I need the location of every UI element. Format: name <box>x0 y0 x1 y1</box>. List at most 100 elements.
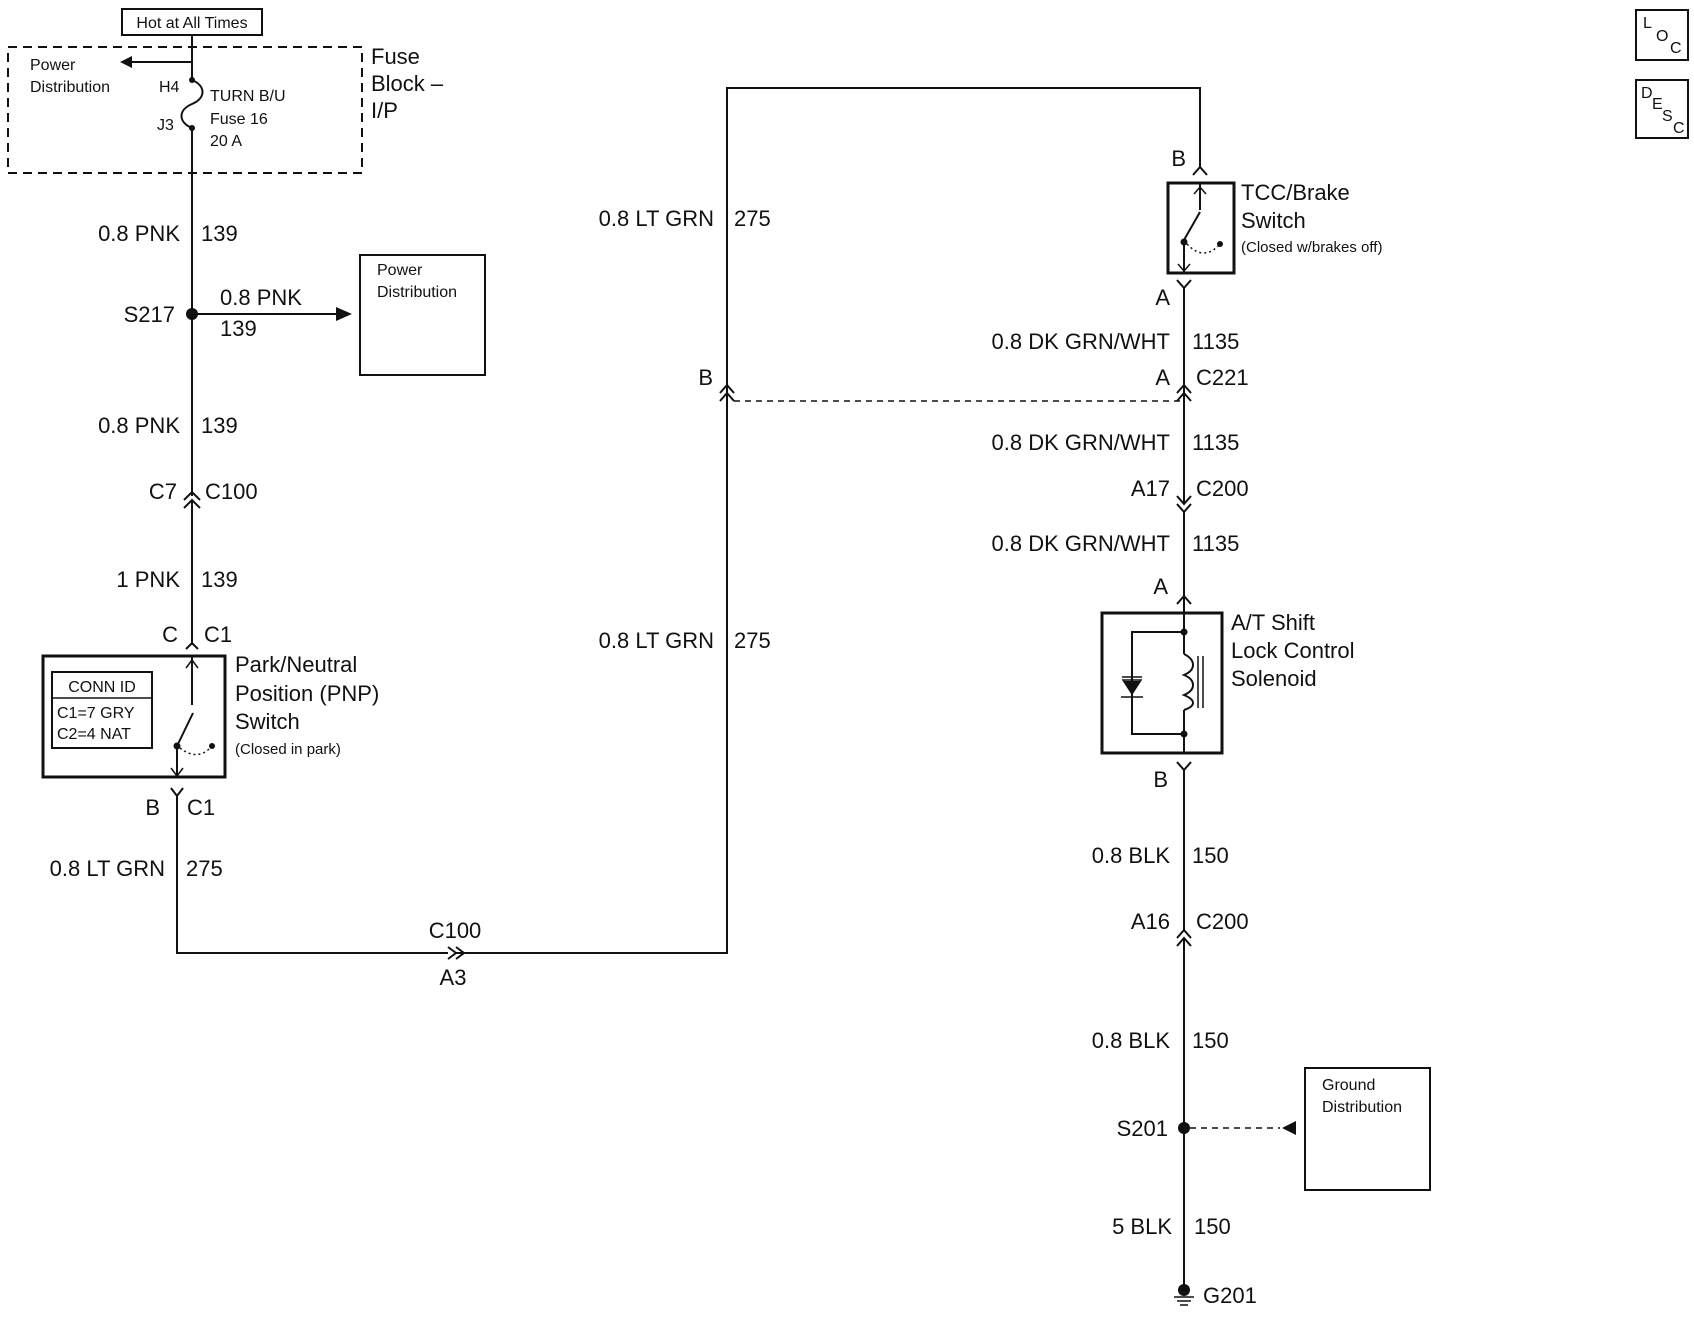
pnp-switch-name-1: Park/Neutral <box>235 652 357 677</box>
connector-c1-c-name: C1 <box>204 622 232 647</box>
fuse-block: Hot at All Times Fuse Block – I/P Power … <box>7 8 444 174</box>
connector-c200-a17-name: C200 <box>1196 476 1249 501</box>
wire-150-circuit-3: 150 <box>1194 1214 1231 1239</box>
ground-point <box>1178 1284 1190 1296</box>
tcc-switch-arrow-top <box>1193 185 1207 195</box>
solenoid-pin-a: A <box>1153 574 1168 599</box>
tcc-switch-dot <box>1217 241 1223 247</box>
tcc-pin-b: B <box>1171 146 1186 171</box>
fuse-block-title-3: I/P <box>371 98 398 123</box>
shift-lock-solenoid: A/T Shift Lock Control Solenoid B <box>1100 604 1355 792</box>
solenoid-core <box>1197 656 1204 708</box>
solenoid-box <box>1100 611 1224 755</box>
wire-275-left-gauge: 0.8 LT GRN <box>50 856 165 881</box>
loc-letter-c: C <box>1670 40 1682 57</box>
pnp-switch-dot <box>209 743 215 749</box>
pnp-switch-note: (Closed in park) <box>235 741 341 758</box>
wire-275-bottom <box>456 87 1201 954</box>
pnp-switch-arrow-top <box>185 658 199 669</box>
connector-c1-b-symbol <box>170 787 184 798</box>
wire-139-gauge-1: 0.8 PNK <box>98 221 180 246</box>
right-circuit: 0.8 DK GRN/WHT 1135 A C221 0.8 DK GRN/WH… <box>992 288 1249 605</box>
ground-distribution-2: Distribution <box>1322 1099 1402 1116</box>
solenoid-frame <box>1131 631 1185 753</box>
pnp-switch-name-3: Switch <box>235 709 300 734</box>
conn-id-c1: C1=7 GRY <box>57 705 135 722</box>
wire-275-upper-circuit: 275 <box>734 206 771 231</box>
wire-139-circuit-2: 139 <box>201 413 238 438</box>
fuse-name-2: Fuse 16 <box>210 111 268 128</box>
fuse-terminal-top <box>189 77 195 83</box>
desc-letter-c: C <box>1673 120 1685 137</box>
pnp-switch-contact <box>176 656 194 747</box>
connector-c1-c-pin: C <box>162 622 178 647</box>
wire-150-circuit-2: 150 <box>1192 1028 1229 1053</box>
wire-1135-circuit-1: 1135 <box>1192 329 1239 354</box>
wire-275-lower-gauge: 0.8 LT GRN <box>599 628 714 653</box>
solenoid-pin-b-symbol <box>1176 761 1192 772</box>
power-distribution-box-1: Power <box>377 262 423 279</box>
solenoid-name-1: A/T Shift <box>1231 610 1315 635</box>
wire-139-circuit-3: 139 <box>201 567 238 592</box>
connector-c221-b-pin: B <box>698 365 713 390</box>
loc-button-frame[interactable] <box>1635 9 1689 61</box>
connector-c100-c7-pin: C7 <box>149 479 177 504</box>
wire-1135-gauge-2: 0.8 DK GRN/WHT <box>992 430 1170 455</box>
tcc-brake-switch: B TCC/Brake Switch (Closed w/brakes off)… <box>1155 146 1382 310</box>
power-distribution-box-2: Distribution <box>377 284 457 301</box>
connector-c200-a16-name: C200 <box>1196 909 1249 934</box>
wire-150-circuit-1: 150 <box>1192 843 1229 868</box>
wire-275-left-circuit: 275 <box>186 856 223 881</box>
connector-c200-a17-pin: A17 <box>1131 476 1170 501</box>
tcc-switch-name-2: Switch <box>1241 208 1306 233</box>
loc-letter-l: L <box>1643 15 1652 32</box>
branch-arrow <box>336 307 352 321</box>
loc-letter-o: O <box>1656 28 1668 45</box>
connector-c100-c7-name: C100 <box>205 479 258 504</box>
wire-139-gauge-3: 1 PNK <box>116 567 180 592</box>
splice-s201-label: S201 <box>1117 1116 1168 1141</box>
pnp-switch-dotted-arc <box>179 745 213 756</box>
ground-symbol <box>1174 1296 1194 1306</box>
wire-1135-gauge-3: 0.8 DK GRN/WHT <box>992 531 1170 556</box>
power-distribution-ref-2: Distribution <box>30 79 110 96</box>
ground-run: 0.8 BLK 150 A16 C200 0.8 BLK 150 S201 Gr… <box>1092 770 1431 1308</box>
wire-1135-gauge-1: 0.8 DK GRN/WHT <box>992 329 1170 354</box>
connector-c100-a3-name: C100 <box>429 918 482 943</box>
connector-c200-a16-pin: A16 <box>1131 909 1170 934</box>
tcc-switch-name-1: TCC/Brake <box>1241 180 1350 205</box>
branch-gauge: 0.8 PNK <box>220 285 302 310</box>
solenoid-name-2: Lock Control <box>1231 638 1355 663</box>
power-distribution-box <box>359 254 486 376</box>
fuse-name-3: 20 A <box>210 133 242 150</box>
pnp-switch-box <box>41 654 227 779</box>
tcc-pin-b-symbol <box>1192 165 1208 176</box>
pnp-switch: CONN ID C1=7 GRY C2=4 NAT Park/Neutral P… <box>41 652 379 779</box>
hot-at-all-times-label: Hot at All Times <box>136 15 247 32</box>
ground-g201-label: G201 <box>1203 1283 1257 1308</box>
pnp-switch-arrow-bottom <box>170 767 184 778</box>
middle-circuit: 0.8 LT GRN 275 0.8 LT GRN 275 B <box>599 206 1180 653</box>
branch-circuit: 139 <box>220 316 257 341</box>
wire-1135-circuit-2: 1135 <box>1192 430 1239 455</box>
conn-id-table <box>51 671 153 749</box>
fuse-block-title-2: Block – <box>371 71 444 96</box>
wire-1135-circuit-3: 1135 <box>1192 531 1239 556</box>
tcc-pin-a: A <box>1155 285 1170 310</box>
pin-h4: H4 <box>159 79 180 96</box>
loc-button[interactable]: L O C <box>1635 9 1689 61</box>
tcc-switch-arrow-bottom <box>1177 263 1191 273</box>
tcc-switch-dotted-arc <box>1186 243 1221 254</box>
conn-id-title: CONN ID <box>68 679 136 696</box>
ground-dist-arrow <box>1282 1121 1296 1135</box>
desc-letter-e: E <box>1652 96 1663 113</box>
wire-150-gauge-3: 5 BLK <box>1112 1214 1172 1239</box>
connector-c1-b-name: C1 <box>187 795 215 820</box>
desc-button-frame[interactable] <box>1635 79 1689 139</box>
wire-275-upper-gauge: 0.8 LT GRN <box>599 206 714 231</box>
desc-button[interactable]: D E S C <box>1635 79 1689 139</box>
connector-c221-a-name: C221 <box>1196 365 1249 390</box>
wire-275-lower-circuit: 275 <box>734 628 771 653</box>
wire-150-gauge-1: 0.8 BLK <box>1092 843 1171 868</box>
solenoid-coil <box>1181 653 1194 711</box>
